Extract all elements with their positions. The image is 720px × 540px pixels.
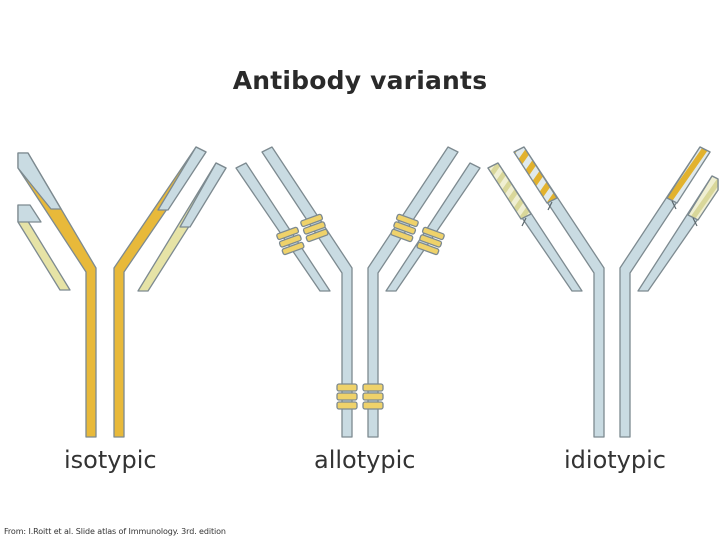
allotype-marker-left-heavy	[300, 213, 329, 243]
idiotypic-heavy-chain-left	[513, 146, 605, 438]
isotypic-label: isotypic	[64, 446, 157, 474]
idiotypic-heavy-chain-right	[619, 146, 711, 438]
allotype-marker-right-light	[416, 226, 445, 256]
isotypic-antibody	[17, 146, 227, 438]
allotype-marker-stem-right	[362, 383, 384, 410]
isotypic-light-chain-left-tip	[17, 204, 42, 223]
allotype-marker-left-light	[276, 226, 305, 256]
isotypic-heavy-chain-left-tip	[17, 152, 62, 210]
idiotype-region-left-heavy	[513, 146, 558, 204]
isotypic-heavy-chain-right	[113, 146, 207, 438]
diagram-title: Antibody variants	[232, 66, 488, 95]
idiotype-region-right-heavy	[666, 146, 711, 204]
isotypic-light-chain-right-tip	[179, 162, 227, 228]
allotype-marker-stem-left	[336, 383, 358, 410]
allotypic-light-chain-right	[385, 162, 481, 292]
allotype-marker-right-heavy	[390, 213, 419, 243]
idiotypic-antibody	[487, 146, 719, 438]
idiotype-region-left-light	[487, 162, 532, 220]
idiotype-region-right-light	[687, 175, 719, 221]
source-credit: From: I.Roitt et al. Slide atlas of Immu…	[4, 527, 226, 536]
idiotype-boundary-marks	[521, 200, 698, 227]
isotypic-heavy-chain-left	[17, 152, 97, 438]
allotypic-antibody	[235, 146, 481, 438]
isotypic-heavy-chain-right-tip	[157, 146, 207, 211]
allotypic-label: allotypic	[314, 446, 416, 474]
idiotypic-label: idiotypic	[564, 446, 666, 474]
